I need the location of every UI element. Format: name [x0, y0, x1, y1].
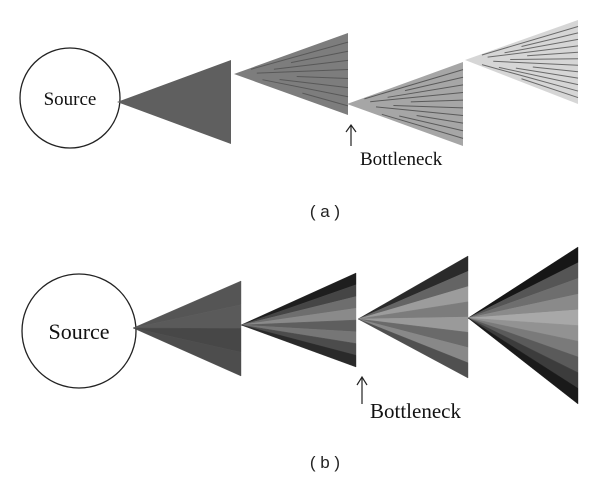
streak-line [273, 59, 349, 70]
streak-line [404, 76, 464, 92]
fan-band [467, 317, 579, 405]
streak-line [487, 45, 579, 58]
panel-a: Source Bottleneck ( a ) [19, 20, 579, 221]
streak-line [250, 41, 349, 70]
streak-line [521, 32, 579, 47]
bottleneck-arrow [345, 123, 357, 146]
spread-stages [132, 246, 579, 405]
streak-line [279, 78, 349, 89]
source-label: Source [44, 89, 97, 110]
spread-stages [117, 20, 579, 146]
streak-line [381, 113, 464, 139]
stage-triangle [234, 33, 348, 115]
streak-line [481, 64, 579, 92]
streak-line [364, 69, 464, 100]
panel-b: Source Bottleneck ( b ) [21, 246, 579, 472]
panel-caption: ( b ) [310, 453, 340, 472]
streak-line [416, 114, 464, 124]
bottleneck-arrow [356, 375, 368, 404]
spread-stage [240, 272, 357, 368]
streak-line [370, 92, 464, 103]
spread-stage [347, 62, 464, 146]
streak-line [481, 25, 579, 56]
streak-line [302, 92, 349, 107]
spread-stage [132, 280, 242, 377]
spread-stage [357, 255, 469, 379]
streak-line [521, 78, 579, 99]
streak-line [375, 106, 464, 116]
panel-caption: ( a ) [310, 202, 340, 221]
streak-line [393, 105, 464, 109]
streak-line [493, 60, 579, 66]
streak-line [504, 38, 579, 54]
streak-line [256, 68, 349, 74]
streak-line [296, 76, 349, 80]
spread-stage [234, 33, 349, 115]
fan-band [132, 327, 242, 377]
streak-line [527, 51, 579, 57]
streak-line [532, 66, 579, 73]
spread-stage [467, 246, 579, 405]
streak-line [399, 115, 464, 132]
bottleneck-label: Bottleneck [370, 399, 461, 423]
streak-line [515, 67, 579, 79]
bottleneck-label: Bottleneck [360, 149, 443, 170]
stage-triangle [117, 60, 231, 144]
streak-line [262, 79, 349, 98]
stage-triangle [347, 62, 463, 146]
source-label: Source [48, 319, 109, 344]
streak-line [498, 66, 579, 86]
source-node [21, 273, 137, 389]
spread-stage [117, 60, 231, 144]
streak-line [510, 58, 579, 61]
streak-line [387, 84, 464, 98]
fan-band [357, 318, 469, 379]
spread-stage [465, 20, 579, 104]
streak-line [410, 99, 464, 103]
fan-band [240, 324, 357, 368]
streak-line [290, 50, 349, 64]
source-node [19, 47, 121, 149]
